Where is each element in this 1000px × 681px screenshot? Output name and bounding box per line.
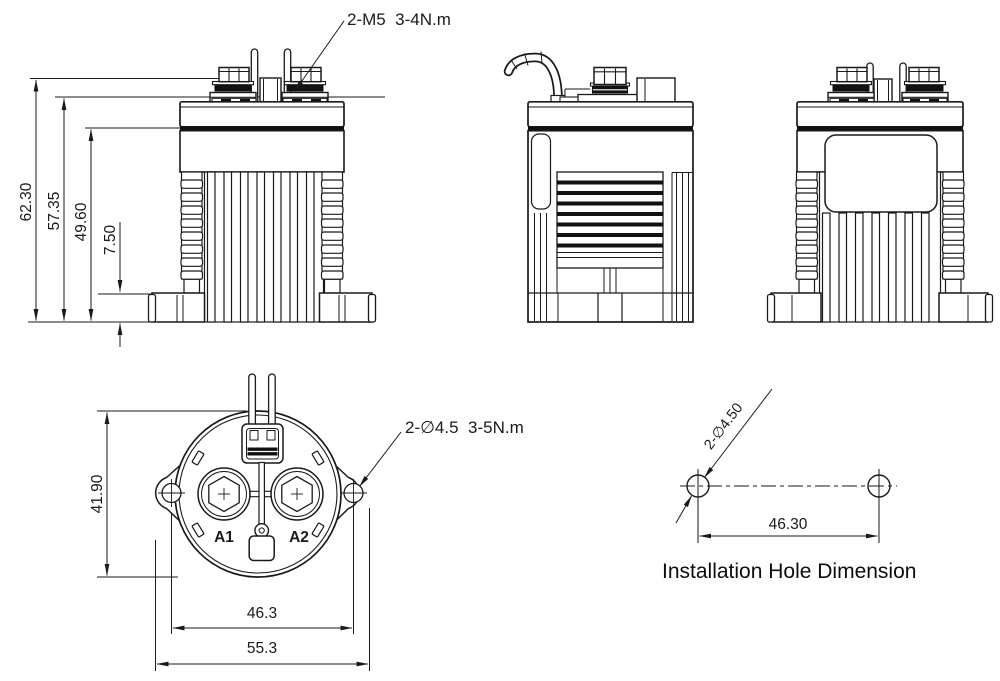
install-leader-lower	[675, 495, 692, 524]
coil-terminal-a2-label: A2	[289, 529, 309, 546]
mounting-hole-left	[158, 479, 185, 507]
side-fin-column-left	[180, 171, 204, 294]
side-panel-recess	[530, 133, 552, 210]
side-view	[503, 51, 694, 323]
terminal-stud-right	[270, 467, 324, 521]
coil-connector	[241, 423, 284, 464]
dimension-annotations	[28, 78, 897, 671]
mounting-hole-right	[340, 479, 367, 507]
wire-hook	[503, 51, 566, 104]
corner-rib-lines-left	[534, 213, 547, 321]
terminal-bolt-left	[209, 66, 257, 103]
horizontal-fins	[556, 171, 664, 269]
install-caption: Installation Hole Dimension	[662, 560, 916, 583]
dim-cover-height: 49.60	[73, 202, 90, 241]
product-label-area	[824, 134, 938, 213]
terminal-note-label: 2-M5 3-4N.m	[347, 10, 451, 29]
install-hole-left	[686, 474, 710, 498]
dim-flange-height: 7.50	[102, 225, 119, 256]
side-fin-column-right	[320, 171, 344, 294]
seal-band-back	[797, 126, 963, 131]
mounting-flange	[147, 292, 377, 323]
front-view	[147, 48, 377, 323]
coil-terminal-a1-label: A1	[214, 529, 234, 546]
install-leader-upper	[704, 388, 773, 478]
mounting-note-leader	[359, 431, 402, 487]
top-cover-back	[796, 100, 964, 128]
install-hole-right	[867, 474, 891, 498]
lower-detail	[528, 268, 693, 322]
dim-terminal-height: 57.35	[46, 192, 63, 231]
installation-hole-view	[686, 474, 891, 498]
upper-housing	[179, 129, 345, 173]
dim-body-depth: 41.90	[89, 474, 106, 513]
terminal-stud-left	[197, 467, 251, 521]
dim-flange-width: 55.3	[247, 640, 277, 657]
mounting-flange-back	[766, 292, 994, 323]
top-cover-side	[527, 100, 694, 128]
top-cover	[179, 100, 345, 128]
top-view	[154, 373, 367, 578]
mounting-note-label: 2-∅4.5 3-5N.m	[405, 418, 524, 437]
dim-hole-spacing: 46.3	[247, 605, 277, 622]
index-notches	[191, 450, 325, 538]
dim-install-hole-spacing: 46.30	[769, 516, 808, 533]
back-view	[766, 62, 994, 323]
seal-band	[180, 126, 344, 131]
center-post	[259, 77, 282, 104]
center-post-back	[873, 78, 893, 104]
warning-tag	[248, 523, 275, 562]
seal-band-side	[528, 126, 693, 131]
side-fin-column-back-left	[795, 171, 819, 294]
side-fin-column-back-right	[941, 171, 965, 294]
dim-total-height: 62.30	[18, 182, 35, 221]
tag-strap	[258, 461, 266, 528]
corner-rib-lines-right	[671, 172, 693, 321]
terminal-note-leader	[294, 20, 345, 92]
terminal-bolt-back-left	[827, 66, 875, 103]
vertical-ribs-back	[821, 212, 930, 323]
vertical-ribs	[206, 171, 315, 323]
aux-block	[636, 77, 676, 103]
